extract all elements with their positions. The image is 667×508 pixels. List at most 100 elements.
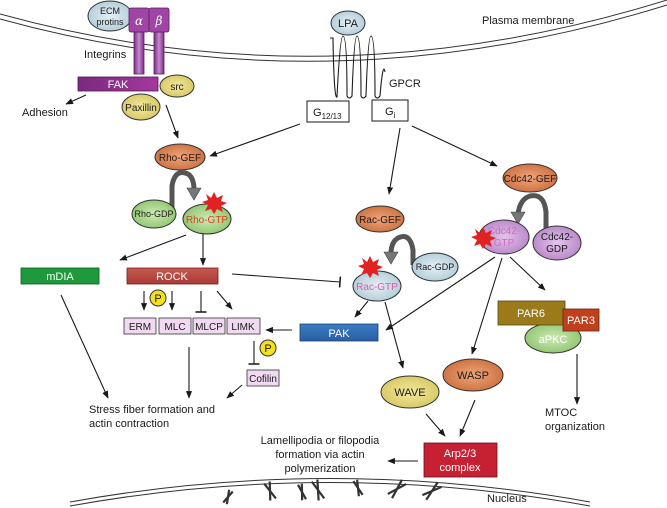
lamellipodia-label-3: polymerization <box>285 463 356 475</box>
nucleus-label: Nucleus <box>487 493 527 505</box>
rho-gef-label: Rho-GEF <box>159 153 201 164</box>
mtoc-label-1: MTOC <box>545 407 577 419</box>
rac-cycle-arrow <box>388 234 416 265</box>
integrins-label: Integrins <box>84 49 127 61</box>
stress-fiber-label-2: actin contraction <box>89 418 169 430</box>
edge-fak-adhesion <box>65 94 87 105</box>
edge-gi-cdc42gef <box>411 125 498 167</box>
edge-cofilin-stressfiber <box>226 384 243 399</box>
chromosome-icon <box>310 479 326 501</box>
integrin-beta-stalk <box>153 31 165 75</box>
cdc42-gtp-label-1: Cdc42- <box>488 226 520 237</box>
cdc42-gdp-label-2: GDP <box>546 244 568 255</box>
chromosomes <box>222 479 443 505</box>
chromosome-icon <box>263 481 277 501</box>
rac-gef-node <box>355 205 405 233</box>
paxillin-label: Paxillin <box>125 103 157 114</box>
g1213-label: G12/13 <box>313 107 342 121</box>
fak-node <box>77 76 159 92</box>
mlc-node <box>158 317 192 335</box>
lamellipodia-label-2: formation via actin <box>275 449 364 461</box>
erm-label: ERM <box>129 322 151 333</box>
cdc42-gef-node <box>502 163 558 193</box>
edge-rhogtp-mdia <box>119 234 187 261</box>
limk-label: LIMK <box>231 322 255 333</box>
rac-gdp-node <box>411 252 459 282</box>
rac-gtp-label: Rac-GTP <box>356 282 398 293</box>
chromosome-icon <box>352 479 364 497</box>
edge-wave-arp23 <box>425 413 446 437</box>
chromosome-icon <box>387 479 407 499</box>
activation-star-icon <box>358 256 383 278</box>
edge-cdc42gtp-par6 <box>509 256 546 291</box>
edge-rock-limk <box>216 290 233 310</box>
plasma-membrane-label: Plasma membrane <box>482 15 574 27</box>
gi-label: Gi <box>385 106 396 120</box>
wave-label: WAVE <box>394 387 425 399</box>
phospho-label-2: P <box>264 343 271 355</box>
lamellipodia-label-1: Lamellipodia or filopodia <box>261 435 381 447</box>
cdc42-gtp-label-2: GTP <box>494 238 515 249</box>
gi-node <box>371 99 409 122</box>
phospho-icon-2 <box>259 339 277 357</box>
rho-gdp-label: Rho-GDP <box>134 209 173 219</box>
src-label: src <box>170 82 183 93</box>
rho-gtp-label: Rho-GTP <box>186 215 229 226</box>
apkc-label: aPKC <box>539 334 568 346</box>
par3-label: PAR3 <box>567 315 595 327</box>
adhesion-label: Adhesion <box>22 107 68 119</box>
arp23-label-1: Arp2/3 <box>444 448 476 460</box>
integrin-complex: ECM protins α β Integrins <box>84 0 170 75</box>
mtoc-label-2: organization <box>545 421 605 433</box>
integrin-beta-head <box>148 7 170 33</box>
mlc-label: MLC <box>164 322 185 333</box>
nuclear-membrane <box>69 478 591 507</box>
par6-label: PAR6 <box>517 308 545 320</box>
fak-label: FAK <box>108 79 129 91</box>
src-node <box>159 74 195 98</box>
chromosome-icon <box>222 489 234 505</box>
par3-node <box>562 308 600 332</box>
plasma-membrane <box>0 0 667 62</box>
rac-gdp-label: Rac-GDP <box>416 262 455 272</box>
rac-gef-label: Rac-GEF <box>359 215 401 226</box>
edge-wasp-arp23 <box>459 399 476 437</box>
cdc42-cycle-arrow <box>515 193 549 228</box>
phospho-label: P <box>154 293 161 305</box>
gpcr-label: GPCR <box>389 78 421 90</box>
mdia-label: mDIA <box>46 271 74 283</box>
g1213-node <box>306 100 350 123</box>
par6-node <box>497 300 566 326</box>
rho-gef-node <box>154 143 206 171</box>
activation-star-icon <box>471 227 496 249</box>
arp23-label-2: complex <box>440 462 481 474</box>
edge-paxillin-rhogef <box>165 104 179 139</box>
edge-rock-inhibits-racgtp <box>231 273 342 288</box>
wasp-node <box>442 358 504 392</box>
alpha-label: α <box>135 14 143 28</box>
edge-cdc42gtp-pak <box>385 256 496 331</box>
rho-cycle-arrow <box>169 170 197 208</box>
erm-node <box>123 317 157 335</box>
ecm-label-2: protins <box>96 17 124 27</box>
cdc42-gdp-node <box>532 225 582 261</box>
cofilin-label: Cofilin <box>249 374 277 385</box>
wasp-label: WASP <box>457 370 489 382</box>
rock-substrates: ERM MLC MLCP LIMK <box>123 317 261 335</box>
lpa-node <box>330 10 366 36</box>
rho-gdp-node <box>131 199 177 229</box>
gpcr-receptor <box>330 35 386 99</box>
paxillin-node <box>121 93 161 121</box>
phospho-icon <box>149 289 167 307</box>
mlcp-label: MLCP <box>195 322 223 333</box>
arp23-node <box>423 442 498 478</box>
edge-racgtp-wave <box>384 301 405 369</box>
integrin-alpha-stalk <box>133 31 145 75</box>
lpa-label: LPA <box>338 18 359 30</box>
beta-label: β <box>155 14 163 28</box>
cdc42-gdp-label-1: Cdc42- <box>541 232 573 243</box>
stress-fiber-label-1: Stress fiber formation and <box>89 404 215 416</box>
pak-label: PAK <box>328 328 350 340</box>
mdia-node <box>20 267 100 285</box>
